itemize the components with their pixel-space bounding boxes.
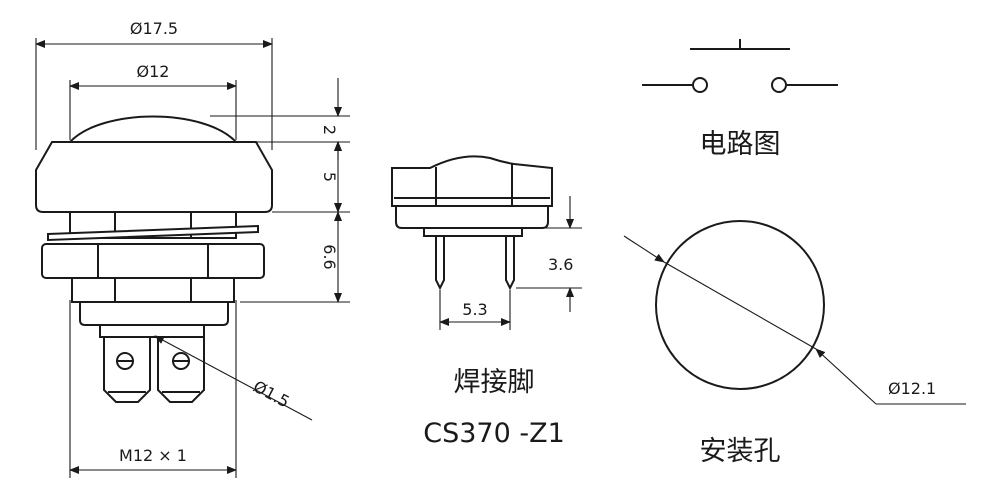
leader-pin-hole [154, 335, 313, 421]
side-view: 3.6 5.3 焊接脚 CS370 -Z1 [391, 155, 582, 449]
dim-label-cap-height: 5 [320, 172, 339, 182]
dim-label-cap-diameter: Ø12 [137, 62, 170, 81]
dim-label-outer-diameter: Ø17.5 [130, 19, 178, 38]
dim-label-body-height: 6.6 [320, 244, 339, 269]
front-view: Ø17.5 Ø12 Ø1.5 [35, 19, 350, 478]
dim-label-hole-diameter: Ø12.1 [888, 379, 936, 398]
caption-circuit-diagram: 电路图 [700, 129, 781, 160]
dim-label-pin-pitch: 5.3 [462, 300, 487, 319]
caption-mounting-hole: 安装孔 [700, 436, 781, 467]
model-number: CS370 -Z1 [423, 418, 565, 449]
dim-label-dome-height: 2 [320, 125, 339, 135]
dim-label-thread: M12 × 1 [119, 446, 187, 465]
mounting-hole: Ø12.1 安装孔 [623, 220, 966, 467]
caption-solder-pins: 焊接脚 [454, 367, 535, 398]
circuit-symbol: 电路图 [642, 39, 838, 160]
dim-label-pin-hole: Ø1.5 [250, 377, 293, 412]
dim-label-pin-length: 3.6 [548, 255, 573, 274]
leader-hole-diameter [623, 235, 665, 263]
